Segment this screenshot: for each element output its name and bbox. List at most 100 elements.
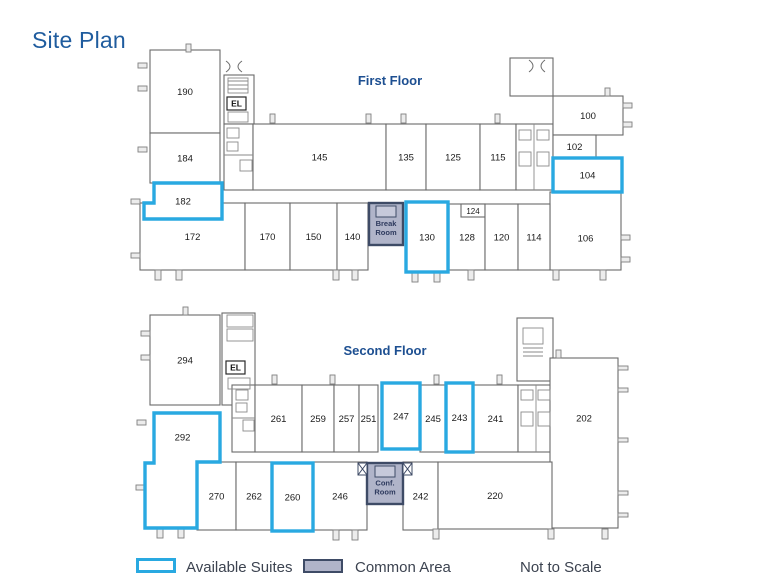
column-tab — [432, 528, 440, 540]
room-220 — [437, 461, 553, 530]
room-label-292: 292 — [175, 433, 191, 444]
room-label-100: 100 — [580, 111, 596, 122]
room-114 — [517, 203, 551, 271]
fixture-detail — [226, 314, 254, 328]
legend-available-swatch — [136, 558, 176, 573]
room-label-124: 124 — [466, 207, 480, 216]
column-tab — [601, 528, 609, 540]
fixture-detail — [227, 377, 251, 390]
elevator-box — [226, 96, 247, 111]
room-label-125: 125 — [445, 153, 461, 164]
room-190 — [149, 49, 221, 134]
column-tab — [154, 269, 162, 281]
room-label-140: 140 — [345, 232, 361, 243]
service-area — [231, 384, 256, 453]
legend-common-swatch — [303, 559, 343, 573]
room-247 — [380, 381, 422, 451]
room-257 — [333, 384, 360, 453]
column-tab — [547, 528, 555, 540]
fixture-detail — [520, 389, 534, 401]
column-tab — [496, 374, 503, 385]
column-tab — [620, 234, 631, 241]
room-145 — [252, 123, 387, 191]
room-184 — [149, 132, 221, 184]
room-140 — [336, 202, 369, 271]
fixture-detail — [520, 411, 534, 427]
page-title: Site Plan — [32, 27, 126, 53]
double-door-icon — [225, 60, 231, 73]
room-label-261: 261 — [271, 414, 287, 425]
column-tab — [137, 146, 148, 153]
fixture-detail — [239, 159, 253, 172]
column-tab — [617, 490, 629, 496]
room-label-184: 184 — [177, 154, 193, 165]
room-label-145: 145 — [312, 153, 328, 164]
room-label-102: 102 — [567, 142, 583, 153]
room-label-257: 257 — [339, 414, 355, 425]
not-to-scale-note: Not to Scale — [520, 559, 602, 576]
room-260 — [270, 461, 315, 533]
room-label-128: 128 — [459, 233, 475, 244]
room-label-260: 260 — [285, 493, 301, 504]
room-label-120: 120 — [494, 233, 510, 244]
elevator-label: EL — [231, 99, 242, 109]
column-tab — [622, 121, 633, 128]
column-tab — [332, 269, 340, 281]
fixture-detail — [226, 127, 240, 139]
table-icon — [374, 465, 396, 478]
room-104 — [551, 156, 624, 194]
room-label-114: 114 — [526, 233, 541, 244]
fixture-detail — [227, 77, 249, 94]
column-tab — [130, 198, 141, 205]
room-label-220: 220 — [487, 491, 503, 502]
room-label-242: 242 — [413, 492, 429, 503]
room-label-172: 172 — [185, 232, 201, 243]
room-270 — [196, 461, 237, 531]
room-label-246: 246 — [332, 492, 348, 503]
fixture-detail — [226, 328, 254, 342]
column-tab — [269, 113, 276, 124]
table-icon — [375, 205, 397, 218]
fixture-detail — [537, 389, 551, 401]
fixture-detail — [522, 327, 544, 345]
room-label-106: 106 — [578, 234, 594, 245]
service-area — [509, 57, 554, 97]
fixture-detail — [518, 151, 532, 167]
column-tab — [140, 354, 151, 361]
column-tab — [137, 62, 148, 69]
room-106 — [549, 191, 622, 271]
column-tab — [620, 256, 631, 263]
elevator-label: EL — [230, 363, 241, 373]
column-tab — [552, 269, 560, 281]
column-tab — [604, 87, 611, 97]
fixture-detail — [536, 151, 550, 167]
column-tab — [271, 374, 278, 385]
double-door-icon — [237, 60, 243, 73]
column-tab — [467, 269, 475, 281]
column-tab — [617, 437, 629, 443]
fixture-detail — [537, 411, 551, 427]
column-tab — [140, 330, 151, 337]
room-label-202: 202 — [576, 414, 592, 425]
fixture-detail — [518, 129, 532, 141]
room-label-115: 115 — [490, 153, 505, 164]
room-292 — [143, 411, 222, 530]
room-135 — [385, 123, 427, 191]
room-label-170: 170 — [260, 232, 276, 243]
room-130 — [404, 200, 450, 274]
column-tab — [130, 252, 141, 259]
room-label-245: 245 — [425, 414, 441, 425]
double-door-icon — [540, 59, 546, 73]
room-170 — [244, 202, 291, 271]
column-tab — [351, 529, 359, 541]
fixture-detail — [235, 402, 248, 413]
column-tab — [555, 349, 562, 359]
legend-common-label: Common Area — [355, 559, 451, 576]
room-100 — [552, 95, 624, 136]
room-label-243: 243 — [452, 413, 468, 424]
column-tab — [365, 113, 372, 124]
column-tab — [175, 269, 183, 281]
